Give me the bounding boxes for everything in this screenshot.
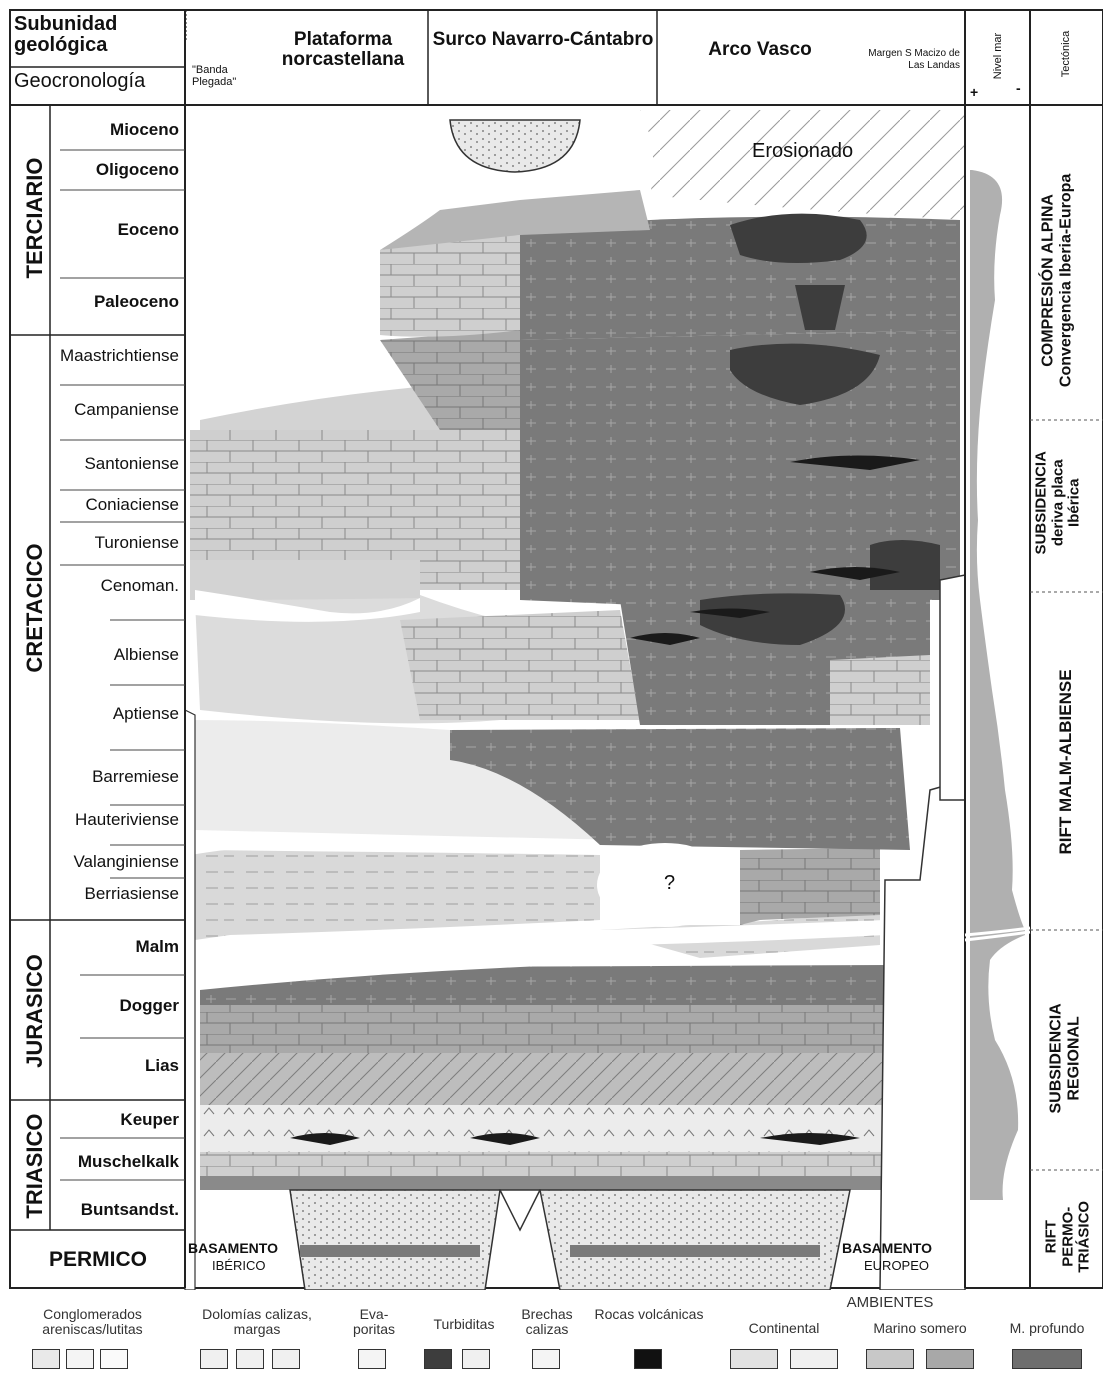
tectonics-rift-permo: RIFT PERMO- TRIÁSICO <box>1043 1183 1093 1291</box>
legend-dolomias: Dolomías calizas, margas <box>182 1307 332 1338</box>
surco-header: Surco Navarro-Cántabro <box>432 30 654 50</box>
age-turoniense: Turoniense <box>95 533 185 553</box>
margen-header: Margen S Macizo de Las Landas <box>862 48 960 71</box>
age-albiense: Albiense <box>114 645 185 665</box>
nivel-minus: - <box>1016 80 1021 96</box>
age-cenomaniense: Cenoman. <box>101 576 185 596</box>
swatch-volcanicas <box>634 1349 662 1369</box>
age-coniaciense: Coniaciense <box>85 495 185 515</box>
swatch-profundo <box>1012 1349 1082 1369</box>
age-valanginiense: Valanginiense <box>73 852 185 872</box>
legend-evaporitas: Eva- poritas <box>340 1307 408 1338</box>
period-terciario: TERCIARIO <box>22 153 48 283</box>
nivel-plus: + <box>970 84 978 100</box>
rift-permo-line1: RIFT <box>1043 1183 1060 1291</box>
swatch-evaporitas <box>358 1349 386 1369</box>
basamento-europeo-1: BASAMENTO <box>842 1240 932 1256</box>
subsidencia-deriva-line3: Ibérica <box>1066 433 1083 573</box>
legend-continental: Continental <box>728 1321 840 1336</box>
erosionado-label: Erosionado <box>752 140 853 163</box>
subsidencia-regional-line2: REGIONAL <box>1066 998 1084 1118</box>
age-hauteriviense: Hauteriviense <box>75 810 185 830</box>
swatch-margas <box>272 1349 300 1369</box>
plataforma-header: Plataforma norcastellana <box>262 30 424 70</box>
age-mioceno: Mioceno <box>110 120 185 140</box>
legend-rocas: Rocas volcánicas <box>594 1307 704 1322</box>
swatch-lutitas <box>100 1349 128 1369</box>
age-buntsandstein: Buntsandst. <box>81 1200 185 1220</box>
swatch-continental-1 <box>730 1349 778 1369</box>
age-column: Mioceno Oligoceno Eoceno Paleoceno Maast… <box>50 0 185 1290</box>
rift-malm-line1: RIFT MALM-ALBIENSE <box>1056 642 1076 882</box>
swatch-marino-2 <box>926 1349 974 1369</box>
swatch-areniscas <box>66 1349 94 1369</box>
period-cretacico: CRETACICO <box>22 543 48 673</box>
age-malm: Malm <box>136 937 185 957</box>
arco-vasco-header: Arco Vasco <box>670 40 850 60</box>
tectonics-subsidencia-regional: SUBSIDENCIA REGIONAL <box>1048 998 1085 1118</box>
age-oligoceno: Oligoceno <box>96 160 185 180</box>
swatch-turbiditas-dark <box>424 1349 452 1369</box>
unknown-marker: ? <box>664 872 675 895</box>
legend-brechas: Brechas calizas <box>514 1307 580 1338</box>
nivel-mar-header: Nivel mar <box>992 16 1004 96</box>
age-berriasiense: Berriasiense <box>85 884 186 904</box>
basamento-iberico-2: IBÉRICO <box>212 1258 265 1273</box>
swatch-conglomerados <box>32 1349 60 1369</box>
age-muschelkalk: Muschelkalk <box>78 1152 185 1172</box>
period-triasico: TRIASICO <box>22 1104 48 1228</box>
swatch-continental-2 <box>790 1349 838 1369</box>
period-jurasico: JURASICO <box>22 954 48 1068</box>
basamento-iberico-1: BASAMENTO <box>188 1240 278 1256</box>
subsidencia-deriva-line1: SUBSIDENCIA <box>1033 433 1050 573</box>
swatch-turbiditas <box>462 1349 490 1369</box>
tectonics-subsidencia-deriva: SUBSIDENCIA deriva placa Ibérica <box>1033 433 1083 573</box>
subsidencia-regional-line1: SUBSIDENCIA <box>1048 998 1066 1118</box>
age-santoniense: Santoniense <box>84 454 185 474</box>
age-lias: Lias <box>145 1056 185 1076</box>
compresion-line2: Convergencia Iberia-Europa <box>1058 150 1076 410</box>
age-maastrichtiense: Maastrichtiense <box>60 346 185 366</box>
age-barremiense: Barremiese <box>92 767 185 787</box>
swatch-marino-1 <box>866 1349 914 1369</box>
tectonica-header: Tectónica <box>1060 14 1072 94</box>
subsidencia-deriva-line2: deriva placa <box>1050 433 1067 573</box>
rift-permo-line2: PERMO- <box>1060 1183 1077 1291</box>
basamento-europeo-2: EUROPEO <box>864 1258 929 1273</box>
age-dogger: Dogger <box>120 996 186 1016</box>
tectonics-rift-malm: RIFT MALM-ALBIENSE <box>1056 642 1076 882</box>
swatch-calizas <box>236 1349 264 1369</box>
age-eoceno: Eoceno <box>118 220 185 240</box>
age-campaniense: Campaniense <box>74 400 185 420</box>
banda-plegada-label: "Banda Plegada" <box>192 64 262 88</box>
legend-turbiditas: Turbiditas <box>416 1317 512 1332</box>
legend-conglomerados: Conglomerados areniscas/lutitas <box>20 1307 165 1338</box>
legend-marino-somero: Marino somero <box>850 1321 990 1336</box>
legend-profundo: M. profundo <box>992 1321 1102 1336</box>
swatch-dolomias <box>200 1349 228 1369</box>
age-paleoceno: Paleoceno <box>94 292 185 312</box>
legend-ambientes: AMBIENTES <box>820 1295 960 1312</box>
legend: Conglomerados areniscas/lutitas Dolomías… <box>0 1295 1103 1380</box>
age-aptiense: Aptiense <box>113 704 185 724</box>
compresion-line1: COMPRESIÓN ALPINA <box>1040 150 1058 410</box>
age-keuper: Keuper <box>120 1110 185 1130</box>
swatch-brechas <box>532 1349 560 1369</box>
rift-permo-line3: TRIÁSICO <box>1076 1183 1093 1291</box>
tectonics-compresion: COMPRESIÓN ALPINA Convergencia Iberia-Eu… <box>1040 150 1077 410</box>
